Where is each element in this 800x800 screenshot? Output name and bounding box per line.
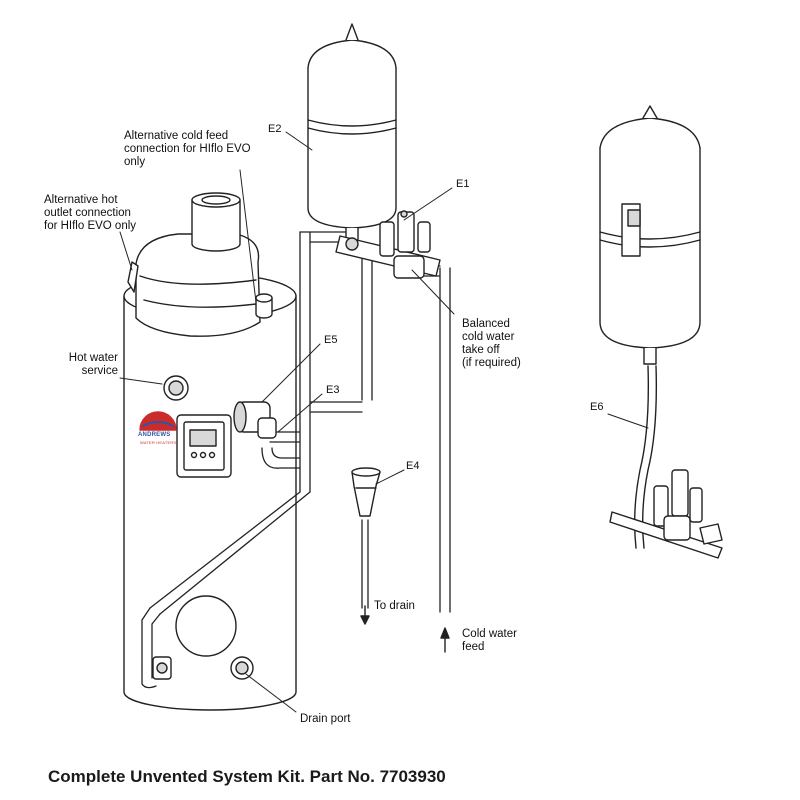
balanced-cold-line-4: (if required) [462,357,521,369]
valve-assembly-e1 [335,210,441,279]
hot-water-service-line-1: Hot water [68,352,118,364]
balanced-cold-line-2: cold water [462,331,515,343]
alt-cold-feed-line-3: only [124,156,146,168]
tag-e5: E5 [324,334,338,346]
balanced-cold-label: Balanced cold water take off (if require… [462,318,521,370]
diagram-caption: Complete Unvented System Kit. Part No. 7… [48,767,446,786]
water-heater [123,192,297,711]
tag-e6: E6 [590,401,604,413]
tag-e1: E1 [456,178,470,190]
alt-hot-outlet-line-2: outlet connection [44,207,131,219]
alt-cold-feed-line-1: Alternative cold feed [124,130,229,142]
expansion-vessel-e6 [599,105,723,559]
balanced-cold-line-1: Balanced [462,318,510,330]
cold-water-feed-line-2: feed [462,641,485,653]
drain-port-label: Drain port [300,713,351,725]
tag-e2: E2 [268,123,282,135]
alt-hot-outlet-line-3: for HIflo EVO only [44,220,137,232]
tag-e3: E3 [326,384,340,396]
alt-cold-feed-label: Alternative cold feed connection for HIf… [124,130,251,169]
balanced-cold-line-3: take off [462,344,500,356]
tag-e4: E4 [406,460,420,472]
hot-water-service-line-2: service [81,365,118,377]
brand-logo [139,411,177,431]
alt-cold-feed-line-2: connection for HIflo EVO [124,143,251,155]
hot-water-service-label: Hot water service [58,352,118,378]
alt-hot-outlet-line-1: Alternative hot [44,194,118,206]
e5-fitting [233,401,277,439]
expansion-vessel-e2 [307,23,397,243]
alt-hot-outlet-label: Alternative hot outlet connection for HI… [44,194,136,233]
pipework [141,231,451,689]
flow-arrows [360,605,450,653]
cold-water-feed-line-1: Cold water [462,628,517,640]
cold-water-feed-label: Cold water feed [462,628,517,654]
brand-name: ANDREWS [138,432,171,438]
tundish-e4 [351,467,381,517]
to-drain-label: To drain [374,600,415,612]
brand-subtitle: WATER HEATERS [140,440,177,445]
leader-lines [119,131,649,713]
